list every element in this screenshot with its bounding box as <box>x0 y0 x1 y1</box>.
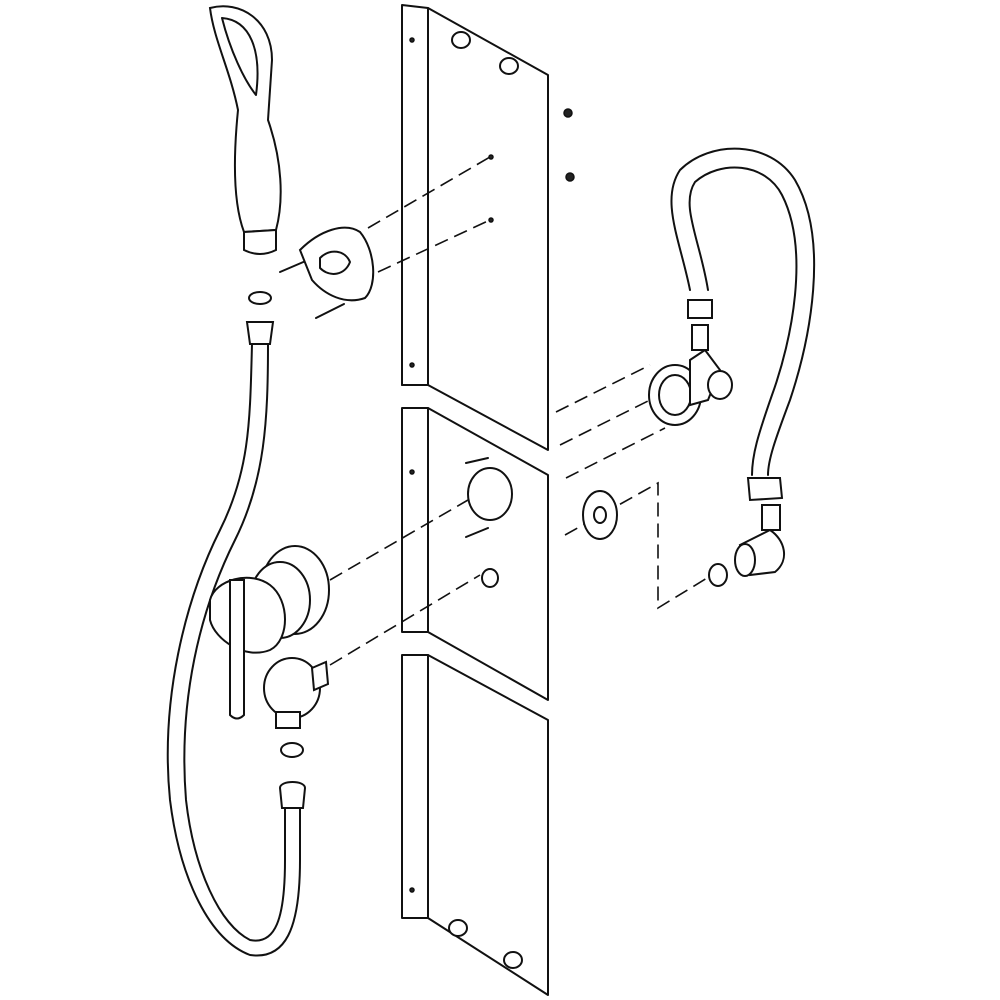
shower-hose <box>166 321 307 957</box>
wall-panel-bottom <box>401 654 549 996</box>
wall-outlet <box>263 657 330 729</box>
wall-panel-top <box>401 4 549 451</box>
shower-holder <box>298 226 375 302</box>
mixer-valve <box>209 545 330 720</box>
supply-hose <box>670 147 816 502</box>
hand-shower <box>208 5 282 305</box>
elbow-connector <box>582 490 785 587</box>
screws <box>279 108 575 538</box>
assembly-lines <box>329 156 713 666</box>
wall-panel-middle <box>401 407 549 701</box>
diverter-valve <box>648 299 733 426</box>
